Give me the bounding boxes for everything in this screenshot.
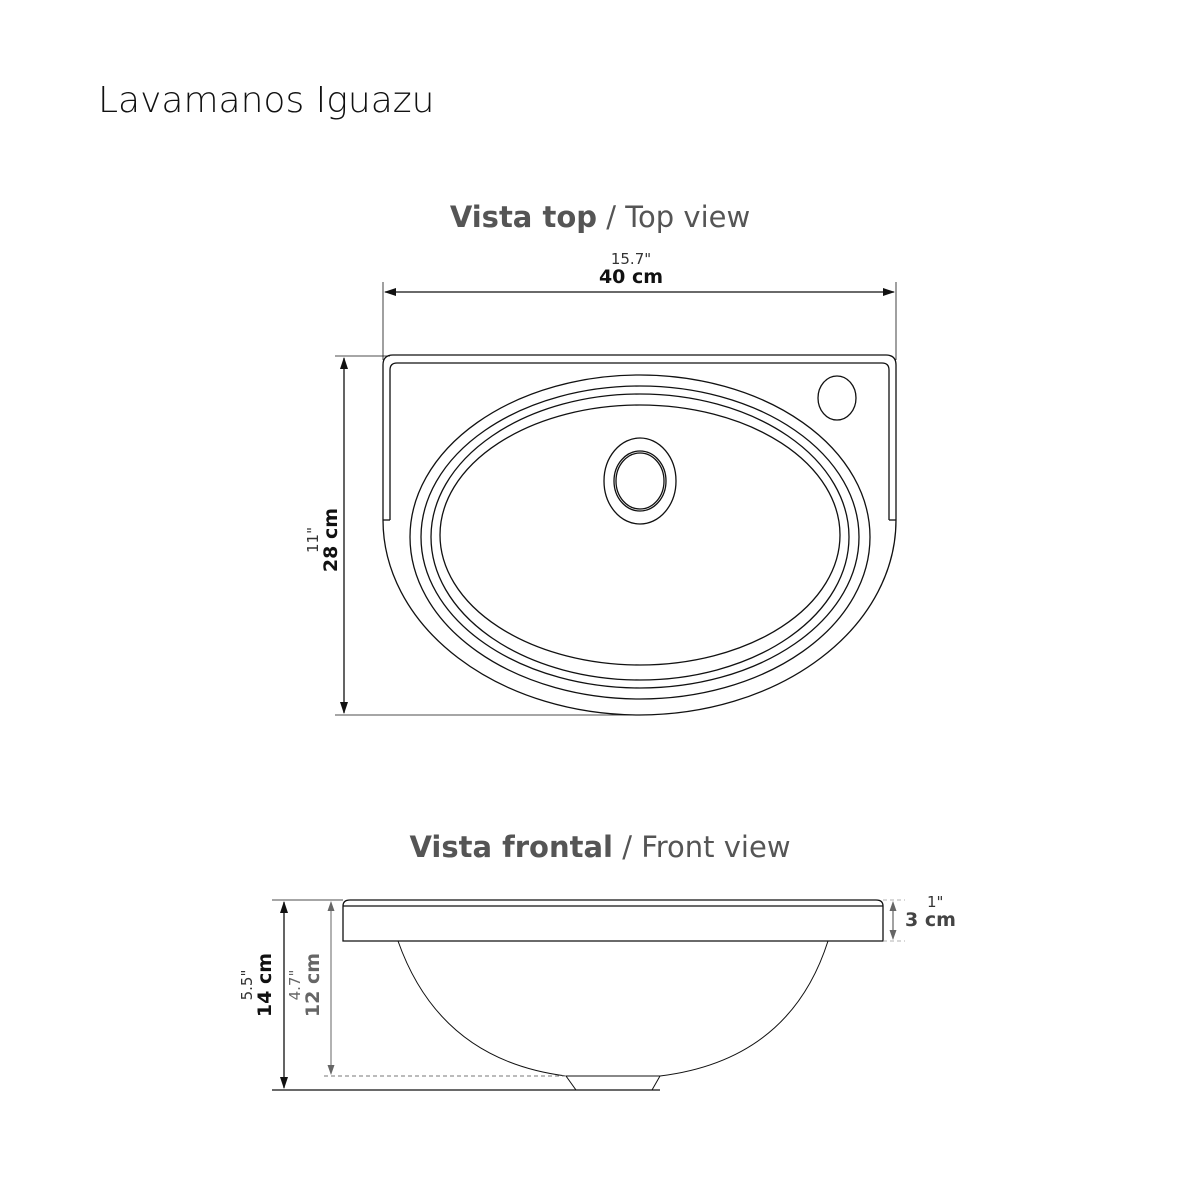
total-height-cm: 14 cm — [253, 952, 276, 1018]
front-view-title: Vista frontal / Front view — [409, 830, 790, 864]
width-cm-value: 40 cm — [598, 265, 664, 288]
rim-height-cm: 3 cm — [905, 908, 956, 931]
top-view-title-es: Vista top — [449, 200, 598, 234]
basin-rim-line — [389, 362, 890, 520]
bowl-height-label: 4.7" 12 cm — [286, 952, 324, 1018]
depth-label: 11" 28 cm — [304, 507, 342, 573]
bowl-ring-3 — [430, 393, 850, 681]
title-separator: / — [597, 200, 626, 234]
depth-cm: 28 cm — [319, 507, 342, 573]
rim-height-inches: 1" — [927, 893, 944, 911]
bowl-ring-1 — [409, 374, 871, 700]
total-height-label: 5.5" 14 cm — [238, 952, 276, 1018]
top-view-title: Vista top / Top view — [450, 200, 750, 234]
basin-outer-outline — [382, 354, 897, 716]
top-view-title-en: Top view — [625, 200, 751, 234]
front-drain — [565, 1075, 661, 1091]
title-separator: / — [612, 830, 642, 864]
depth-dimension-line — [335, 355, 640, 716]
width-label: 15.7" 40 cm — [598, 250, 664, 288]
bowl-height-cm: 12 cm — [301, 952, 324, 1018]
front-bowl — [397, 940, 829, 1077]
page-title: Lavamanos Iguazu — [98, 80, 435, 121]
front-view-title-es: Vista frontal — [409, 830, 613, 864]
drain-icon — [603, 437, 677, 525]
bowl-ring-4 — [439, 404, 841, 666]
bowl-ring-2 — [420, 385, 860, 689]
front-rim — [342, 899, 884, 942]
width-cm: 40 cm — [598, 265, 664, 288]
front-view-title-en: Front view — [641, 830, 791, 864]
rim-height-label: 1" 3 cm — [905, 893, 956, 931]
faucet-hole-icon — [817, 375, 857, 421]
width-inches: 15.7" — [610, 250, 652, 268]
width-dimension-line — [382, 282, 897, 360]
